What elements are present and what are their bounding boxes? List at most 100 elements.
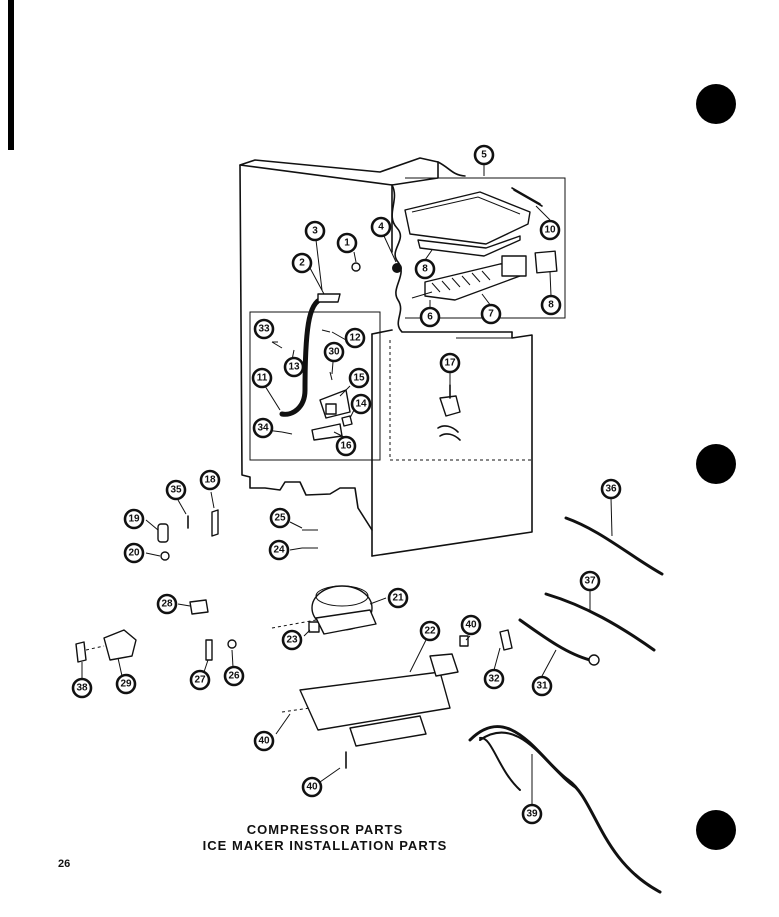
- line-39: [468, 725, 662, 894]
- svg-text:32: 32: [488, 674, 500, 685]
- callout-1: 1: [336, 232, 358, 254]
- page-number: 26: [58, 858, 71, 870]
- svg-text:28: 28: [161, 599, 173, 610]
- callout-6: 6: [419, 306, 441, 328]
- svg-text:8: 8: [548, 300, 554, 311]
- tube-36: [564, 516, 664, 576]
- binder-hole-top: [696, 84, 736, 124]
- svg-text:31: 31: [536, 681, 548, 692]
- callout-30: 30: [323, 341, 345, 363]
- callout-14: 14: [350, 393, 372, 415]
- svg-text:37: 37: [584, 576, 596, 587]
- svg-text:19: 19: [128, 514, 140, 525]
- callout-13: 13: [283, 356, 305, 378]
- callout-4: 4: [370, 216, 392, 238]
- callout-39: 39: [521, 803, 543, 825]
- screw-33: [271, 341, 283, 349]
- callout-36: 36: [600, 478, 622, 500]
- base-plate-22: [281, 653, 459, 747]
- svg-text:6: 6: [427, 312, 433, 323]
- svg-text:23: 23: [286, 635, 298, 646]
- svg-text:4: 4: [378, 222, 384, 233]
- callout-18: 18: [199, 469, 221, 491]
- svg-text:17: 17: [444, 358, 456, 369]
- svg-text:29: 29: [120, 679, 132, 690]
- svg-text:10: 10: [544, 225, 556, 236]
- diagram-title-compressor: COMPRESSOR PARTS: [246, 822, 404, 837]
- svg-text:7: 7: [488, 309, 494, 320]
- callout-15: 15: [348, 367, 370, 389]
- svg-text:39: 39: [526, 809, 538, 820]
- svg-text:11: 11: [257, 373, 268, 384]
- part-18: [211, 509, 219, 537]
- svg-text:36: 36: [605, 484, 617, 495]
- svg-text:15: 15: [353, 373, 365, 384]
- leader-lines: [81, 164, 613, 804]
- drain-tube: [279, 295, 328, 417]
- svg-text:40: 40: [465, 620, 477, 631]
- svg-text:1: 1: [344, 238, 350, 249]
- callout-17: 17: [439, 352, 461, 374]
- svg-text:24: 24: [273, 545, 285, 556]
- callout-21: 21: [387, 587, 409, 609]
- callout-27: 27: [189, 669, 211, 691]
- svg-text:40: 40: [306, 782, 318, 793]
- callout-29: 29: [115, 673, 137, 695]
- callout-5: 5: [473, 144, 495, 166]
- callout-2: 2: [291, 252, 313, 274]
- cabinet-outline: [239, 157, 533, 557]
- svg-text:40: 40: [258, 736, 270, 747]
- svg-text:8: 8: [422, 264, 428, 275]
- part-19: [157, 523, 169, 543]
- callout-22: 22: [419, 620, 441, 642]
- callout-11: 11: [251, 367, 273, 389]
- binder-hole-middle: [696, 444, 736, 484]
- tube-31: [518, 618, 592, 662]
- callout-33: 33: [253, 318, 275, 340]
- compressor-21: [271, 585, 377, 635]
- screw-12: [321, 329, 331, 333]
- callout-40c: 40: [301, 776, 323, 798]
- callout-3: 3: [304, 220, 326, 242]
- svg-text:26: 26: [228, 671, 240, 682]
- screw-34: [281, 431, 293, 435]
- svg-text:5: 5: [481, 150, 487, 161]
- svg-text:13: 13: [288, 362, 300, 373]
- callout-35: 35: [165, 479, 187, 501]
- svg-text:14: 14: [355, 399, 367, 410]
- callout-26: 26: [223, 665, 245, 687]
- clip-32: [499, 629, 513, 651]
- nut-1: [351, 262, 361, 272]
- svg-text:12: 12: [349, 333, 361, 344]
- callout-37: 37: [579, 570, 601, 592]
- callout-38: 38: [71, 677, 93, 699]
- clip-38: [75, 641, 87, 663]
- callout-25: 25: [269, 507, 291, 529]
- svg-text:20: 20: [128, 548, 140, 559]
- part-28: [189, 599, 209, 615]
- callout-10: 10: [539, 219, 561, 241]
- water-valve-assembly: [437, 384, 461, 441]
- callout-40a: 40: [460, 614, 482, 636]
- callout-34: 34: [252, 417, 274, 439]
- diagram-title-icemaker: ICE MAKER INSTALLATION PARTS: [202, 838, 448, 853]
- callout-31: 31: [531, 675, 553, 697]
- svg-text:22: 22: [424, 626, 436, 637]
- ice-maker-unit: [424, 255, 527, 301]
- callout-20: 20: [123, 542, 145, 564]
- screw-30: [329, 371, 333, 381]
- callout-8b: 8: [540, 294, 562, 316]
- callout-32: 32: [483, 668, 505, 690]
- callout-19: 19: [123, 508, 145, 530]
- svg-text:35: 35: [170, 485, 182, 496]
- screw-6: [411, 291, 433, 299]
- page-edge-shadow: [8, 0, 14, 150]
- bracket-16: [311, 423, 343, 441]
- svg-text:18: 18: [204, 475, 216, 486]
- valve-15: [319, 389, 351, 419]
- cover-29: [103, 629, 137, 661]
- grommet-23: [308, 621, 320, 633]
- grommet-4: [392, 263, 402, 273]
- svg-text:27: 27: [194, 675, 206, 686]
